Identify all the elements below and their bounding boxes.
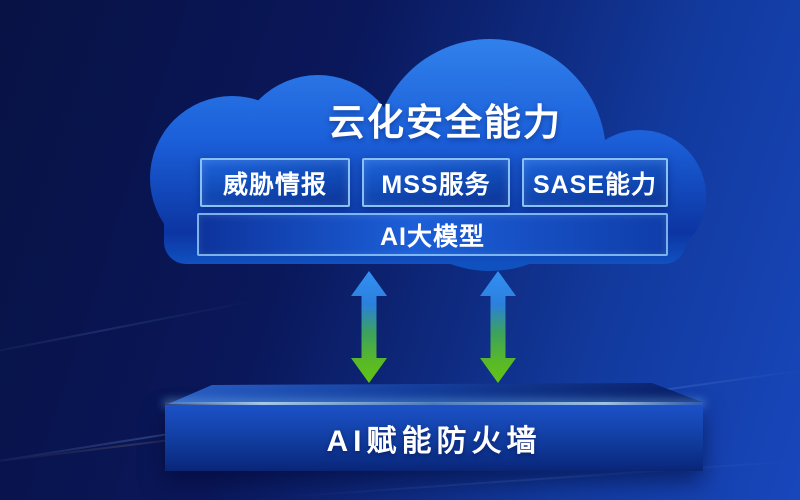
capability-label: 威胁情报: [222, 170, 327, 199]
ai-model-label: AI大模型: [379, 222, 485, 251]
capability-box-threat-intelligence: 威胁情报: [200, 158, 350, 207]
capability-label: MSS服务: [381, 170, 491, 199]
bidirectional-arrow-icon: [351, 271, 387, 383]
cloud-title: 云化安全能力: [328, 102, 562, 143]
platform-top-surface: [168, 383, 702, 404]
bidirectional-arrow-icon: [480, 271, 516, 383]
ai-model-box: AI大模型: [197, 213, 668, 256]
platform-label: AI赋能防火墙: [326, 425, 542, 458]
light-streak: [0, 299, 258, 363]
capability-label: SASE能力: [532, 170, 658, 199]
firewall-platform: AI赋能防火墙: [165, 405, 703, 471]
capability-box-sase: SASE能力: [522, 158, 668, 207]
capability-box-mss-service: MSS服务: [362, 158, 510, 207]
platform-edge-highlight: [165, 402, 703, 405]
